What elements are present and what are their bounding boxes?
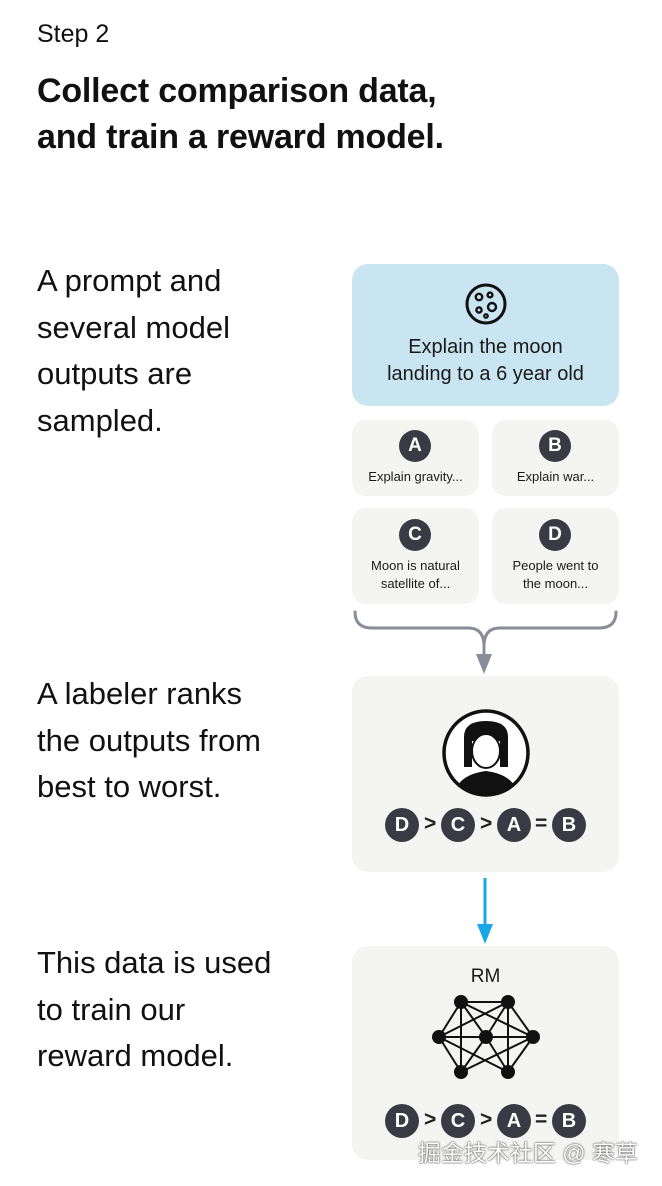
bracket-arrow: [353, 610, 618, 674]
description-line: the outputs from: [37, 722, 262, 758]
prompt-card: Explain the moon landing to a 6 year old: [352, 264, 619, 406]
prompt-line: landing to a 6 year old: [387, 363, 584, 385]
description-line: reward model.: [37, 1038, 234, 1073]
rank-badge: C: [441, 808, 475, 842]
rank-badge: D: [385, 1104, 419, 1138]
badge-d: D: [539, 519, 571, 551]
description-ranking: A labeler ranks the outputs from best to…: [37, 671, 327, 811]
output-line: Moon is natural: [371, 558, 460, 573]
rm-label: RM: [470, 966, 501, 987]
rank-operator: >: [424, 812, 437, 835]
description-line: several model: [37, 309, 230, 345]
rank-operator: >: [480, 1108, 493, 1131]
output-line: the moon...: [522, 576, 589, 591]
description-line: This data is used: [37, 945, 272, 980]
rank-operator: =: [535, 1108, 548, 1131]
moon-icon: [465, 283, 507, 325]
output-line: People went to: [512, 558, 599, 573]
rank-badge: B: [552, 808, 586, 842]
rank-badge: B: [552, 1104, 586, 1138]
rank-operator: >: [480, 812, 493, 835]
neural-network-icon: [432, 995, 540, 1079]
prompt-line: Explain the moon: [408, 336, 563, 358]
ranking-row: D > C > A = B: [352, 808, 619, 842]
rank-badge: A: [497, 1104, 531, 1138]
output-text: Moon is natural satellite of...: [356, 557, 475, 593]
badge-c: C: [399, 519, 431, 551]
rm-ranking-row: D > C > A = B: [352, 1104, 619, 1138]
watermark: 掘金技术社区 @ 寒草: [417, 1140, 638, 1166]
step-label: Step 2: [37, 20, 110, 48]
ranking-card: D > C > A = B: [352, 676, 619, 872]
title-line-2: and train a reward model.: [37, 118, 444, 156]
output-text: Explain gravity...: [368, 469, 463, 484]
description-line: sampled.: [37, 402, 163, 438]
description-line: outputs are: [37, 356, 193, 391]
blue-arrow: [477, 878, 493, 944]
rank-operator: >: [424, 1108, 437, 1131]
page-title: Collect comparison data, and train a rew…: [37, 68, 444, 160]
output-line: satellite of...: [380, 576, 451, 591]
description-training: This data is used to train our reward mo…: [37, 940, 327, 1080]
rank-operator: =: [535, 812, 548, 835]
description-line: A labeler ranks: [37, 676, 243, 711]
rank-badge: C: [441, 1104, 475, 1138]
badge-a: A: [399, 430, 431, 462]
output-card-a: A Explain gravity...: [352, 420, 479, 496]
labeler-avatar-icon: [442, 709, 530, 797]
reward-model-card: RM D: [352, 946, 619, 1160]
description-line: A prompt and: [37, 263, 222, 298]
description-line: best to worst.: [37, 769, 222, 804]
badge-b: B: [539, 430, 571, 462]
title-line-1: Collect comparison data,: [37, 72, 437, 110]
prompt-text: Explain the moon landing to a 6 year old: [352, 334, 619, 388]
output-card-d: D People went to the moon...: [492, 508, 619, 604]
output-card-c: C Moon is natural satellite of...: [352, 508, 479, 604]
rank-badge: D: [385, 808, 419, 842]
rank-badge: A: [497, 808, 531, 842]
description-sampling: A prompt and several model outputs are s…: [37, 258, 327, 444]
description-line: to train our: [37, 991, 186, 1027]
output-text: Explain war...: [516, 469, 595, 484]
output-text: People went to the moon...: [496, 557, 615, 593]
output-card-b: B Explain war...: [492, 420, 619, 496]
